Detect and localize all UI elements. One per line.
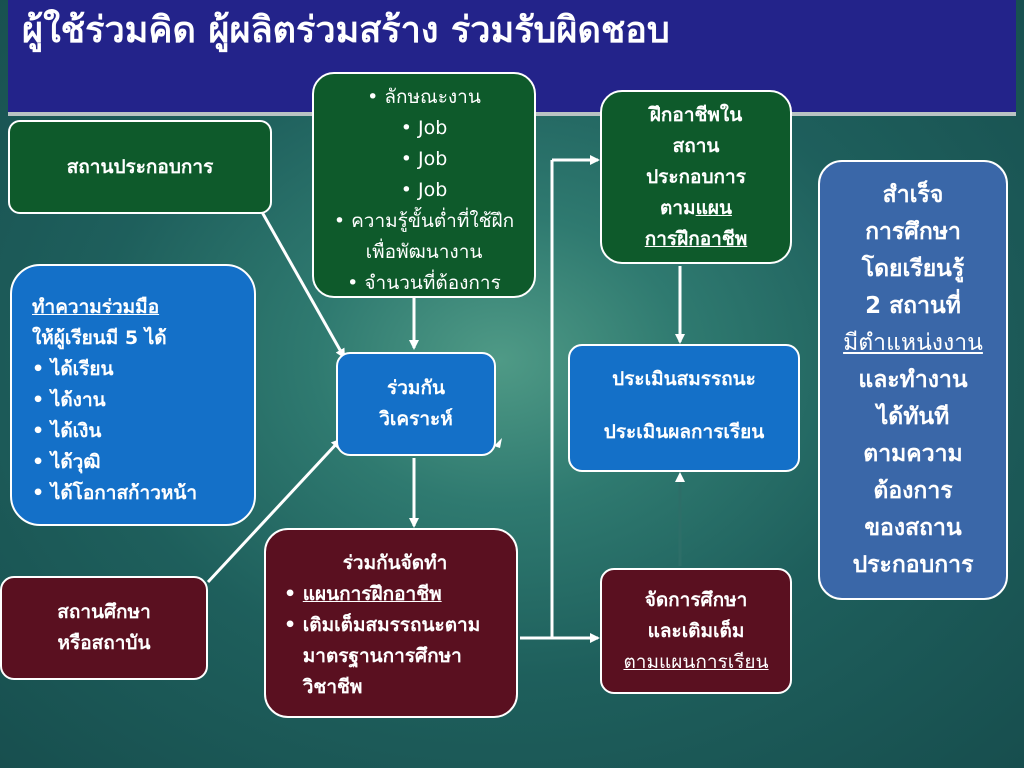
slide-title: ผู้ใช้ร่วมคิด ผู้ผลิตร่วมสร้าง ร่วมรับผิ… bbox=[22, 10, 670, 51]
institution-line2: หรือสถาบัน bbox=[57, 632, 151, 654]
education-box: จัดการศึกษา และเติมเต็ม ตามแผนการเรียน bbox=[600, 568, 792, 694]
success-line: โดยเรียนรู้ bbox=[861, 255, 965, 282]
institution-box: สถานศึกษา หรือสถาบัน bbox=[0, 576, 208, 680]
job-feature-item: Job bbox=[320, 113, 528, 144]
success-line: ตามความ bbox=[863, 440, 963, 467]
success-line: ต้องการ bbox=[873, 477, 953, 504]
education-line1: จัดการศึกษา bbox=[644, 588, 748, 611]
cooperation-item: ได้วุฒิ bbox=[32, 447, 254, 478]
analyze-box: ร่วมกัน วิเคราะห์ bbox=[336, 352, 496, 456]
cooperation-subheading: ให้ผู้เรียนมี 5 ได้ bbox=[32, 327, 167, 349]
training-line3: ประกอบการ bbox=[646, 165, 746, 188]
job-feature-item: ความรู้ขั้นต่ำที่ใช้ฝึกเพื่อพัฒนางาน bbox=[320, 206, 528, 268]
success-line: ประกอบการ bbox=[852, 551, 974, 578]
job-feature-item: ลักษณะงาน bbox=[320, 82, 528, 113]
training-plan-link-part1: แผน bbox=[695, 196, 732, 219]
cocreate-heading: ร่วมกันจัดทำ bbox=[342, 552, 448, 574]
job-features-list: ลักษณะงานJobJobJobความรู้ขั้นต่ำที่ใช้ฝึ… bbox=[320, 82, 528, 299]
cooperation-list: ได้เรียนได้งานได้เงินได้วุฒิได้โอกาสก้าว… bbox=[32, 354, 254, 509]
cocreate-item2: • เติมเต็มสมรรถนะตามมาตรฐานการศึกษาวิชาช… bbox=[284, 610, 506, 703]
cooperation-box: ทำความร่วมมือ ให้ผู้เรียนมี 5 ได้ ได้เรี… bbox=[10, 264, 256, 526]
cooperation-item: ได้งาน bbox=[32, 385, 254, 416]
cooperation-item: ได้โอกาสก้าวหน้า bbox=[32, 478, 254, 509]
cocreate-box: ร่วมกันจัดทำ • แผนการฝึกอาชีพ • เติมเต็ม… bbox=[264, 528, 518, 718]
workplace-label: สถานประกอบการ bbox=[66, 155, 214, 178]
cooperation-item: ได้เรียน bbox=[32, 354, 254, 385]
success-line: การศึกษา bbox=[865, 218, 961, 245]
training-line2: สถาน bbox=[672, 134, 720, 157]
workplace-box: สถานประกอบการ bbox=[8, 120, 272, 214]
job-feature-item: Job bbox=[320, 175, 528, 206]
education-line3: ตามแผนการเรียน bbox=[623, 650, 769, 673]
analyze-line2: วิเคราะห์ bbox=[379, 408, 453, 430]
arrow-institution-to-analyze bbox=[206, 438, 342, 584]
training-line1: ฝึกอาชีพใน bbox=[649, 103, 743, 126]
job-feature-item: จำนวนที่ต้องการ bbox=[320, 268, 528, 299]
success-lines-after: และทำงานได้ทันทีตามความต้องการของสถานประ… bbox=[853, 362, 974, 584]
assessment-box: ประเมินสมรรถนะ ประเมินผลการเรียน bbox=[568, 344, 800, 472]
training-box: ฝึกอาชีพใน สถาน ประกอบการ ตามแผน การฝึกอ… bbox=[600, 90, 792, 264]
job-feature-item: Job bbox=[320, 144, 528, 175]
cooperation-heading: ทำความร่วมมือ bbox=[32, 296, 160, 318]
training-line4: ตามแผน bbox=[660, 193, 732, 224]
success-underlined: มีตำแหน่งงาน bbox=[843, 329, 983, 356]
training-plan-link-part2: การฝึกอาชีพ bbox=[644, 227, 748, 250]
assessment-line2: ประเมินผลการเรียน bbox=[603, 421, 765, 443]
success-line: 2 สถานที่ bbox=[865, 292, 961, 319]
arrow-workplace-to-analyze bbox=[260, 211, 346, 359]
success-line: ได้ทันที bbox=[876, 403, 950, 430]
assessment-line1: ประเมินสมรรถนะ bbox=[612, 368, 756, 390]
success-line: ของสถาน bbox=[864, 514, 962, 541]
analyze-line1: ร่วมกัน bbox=[387, 377, 445, 399]
job-features-box: ลักษณะงานJobJobJobความรู้ขั้นต่ำที่ใช้ฝึ… bbox=[312, 72, 536, 298]
education-line2: และเติมเต็ม bbox=[647, 619, 745, 642]
cocreate-item1-text: แผนการฝึกอาชีพ bbox=[302, 583, 442, 605]
small-arrow-tick bbox=[494, 438, 502, 448]
success-lines-before: สำเร็จการศึกษาโดยเรียนรู้ 2 สถานที่ bbox=[862, 177, 965, 325]
training-line4-prefix: ตาม bbox=[660, 196, 696, 219]
success-box: สำเร็จการศึกษาโดยเรียนรู้ 2 สถานที่ มีตำแ… bbox=[818, 160, 1008, 600]
cocreate-item2-text: เติมเต็มสมรรถนะตามมาตรฐานการศึกษาวิชาชีพ bbox=[302, 614, 481, 698]
success-line: และทำงาน bbox=[858, 366, 968, 393]
success-line: สำเร็จ bbox=[882, 181, 944, 208]
cooperation-item: ได้เงิน bbox=[32, 416, 254, 447]
cocreate-item1: • แผนการฝึกอาชีพ bbox=[284, 583, 442, 605]
institution-line1: สถานศึกษา bbox=[57, 601, 151, 623]
